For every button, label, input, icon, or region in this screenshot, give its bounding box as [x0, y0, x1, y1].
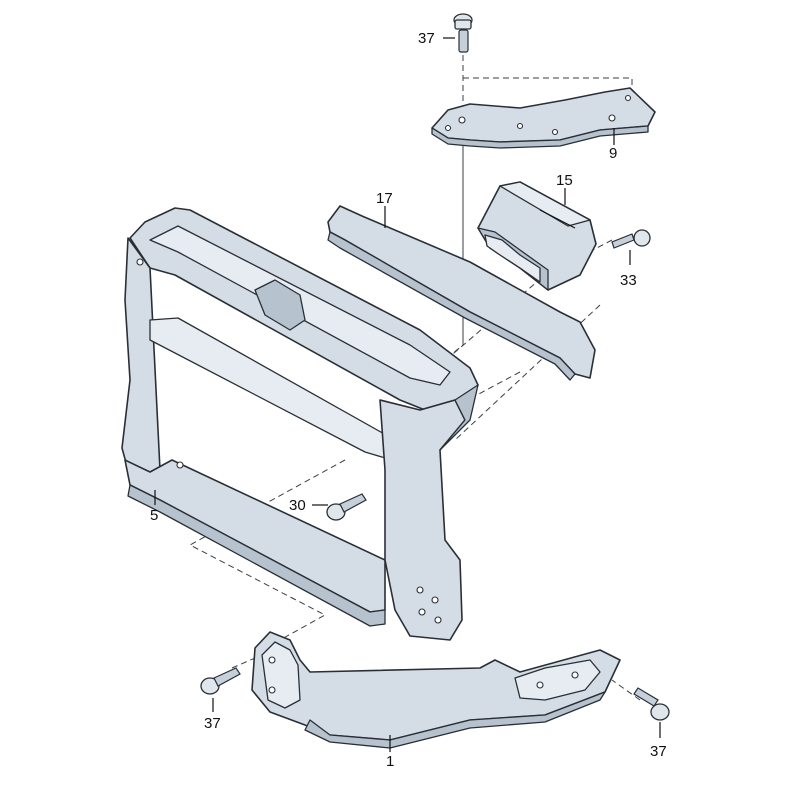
- label-33: 33: [620, 272, 637, 289]
- screw-37-top-part: [443, 13, 473, 53]
- label-9: 9: [609, 145, 617, 162]
- lock-carrier-frame-part: [121, 207, 479, 641]
- leader-lines: [154, 128, 615, 752]
- screw-33-part: [611, 229, 651, 265]
- label-37-bottom-right: 37: [650, 743, 667, 760]
- bumper-bracket-part: [251, 631, 621, 749]
- label-37-top: 37: [418, 30, 435, 47]
- screw-37-bottom-right-part: [633, 687, 670, 738]
- air-duct-part: [477, 181, 597, 291]
- label-37-bottom-left: 37: [204, 715, 221, 732]
- label-17: 17: [376, 190, 393, 207]
- crossmember-bar-part: [327, 205, 596, 381]
- label-5: 5: [150, 507, 158, 524]
- label-30: 30: [289, 497, 306, 514]
- label-15: 15: [556, 172, 573, 189]
- screw-30-part: [312, 493, 367, 521]
- upper-brace-part: [431, 87, 656, 149]
- label-1: 1: [386, 753, 394, 770]
- screw-37-bottom-left-part: [200, 667, 241, 712]
